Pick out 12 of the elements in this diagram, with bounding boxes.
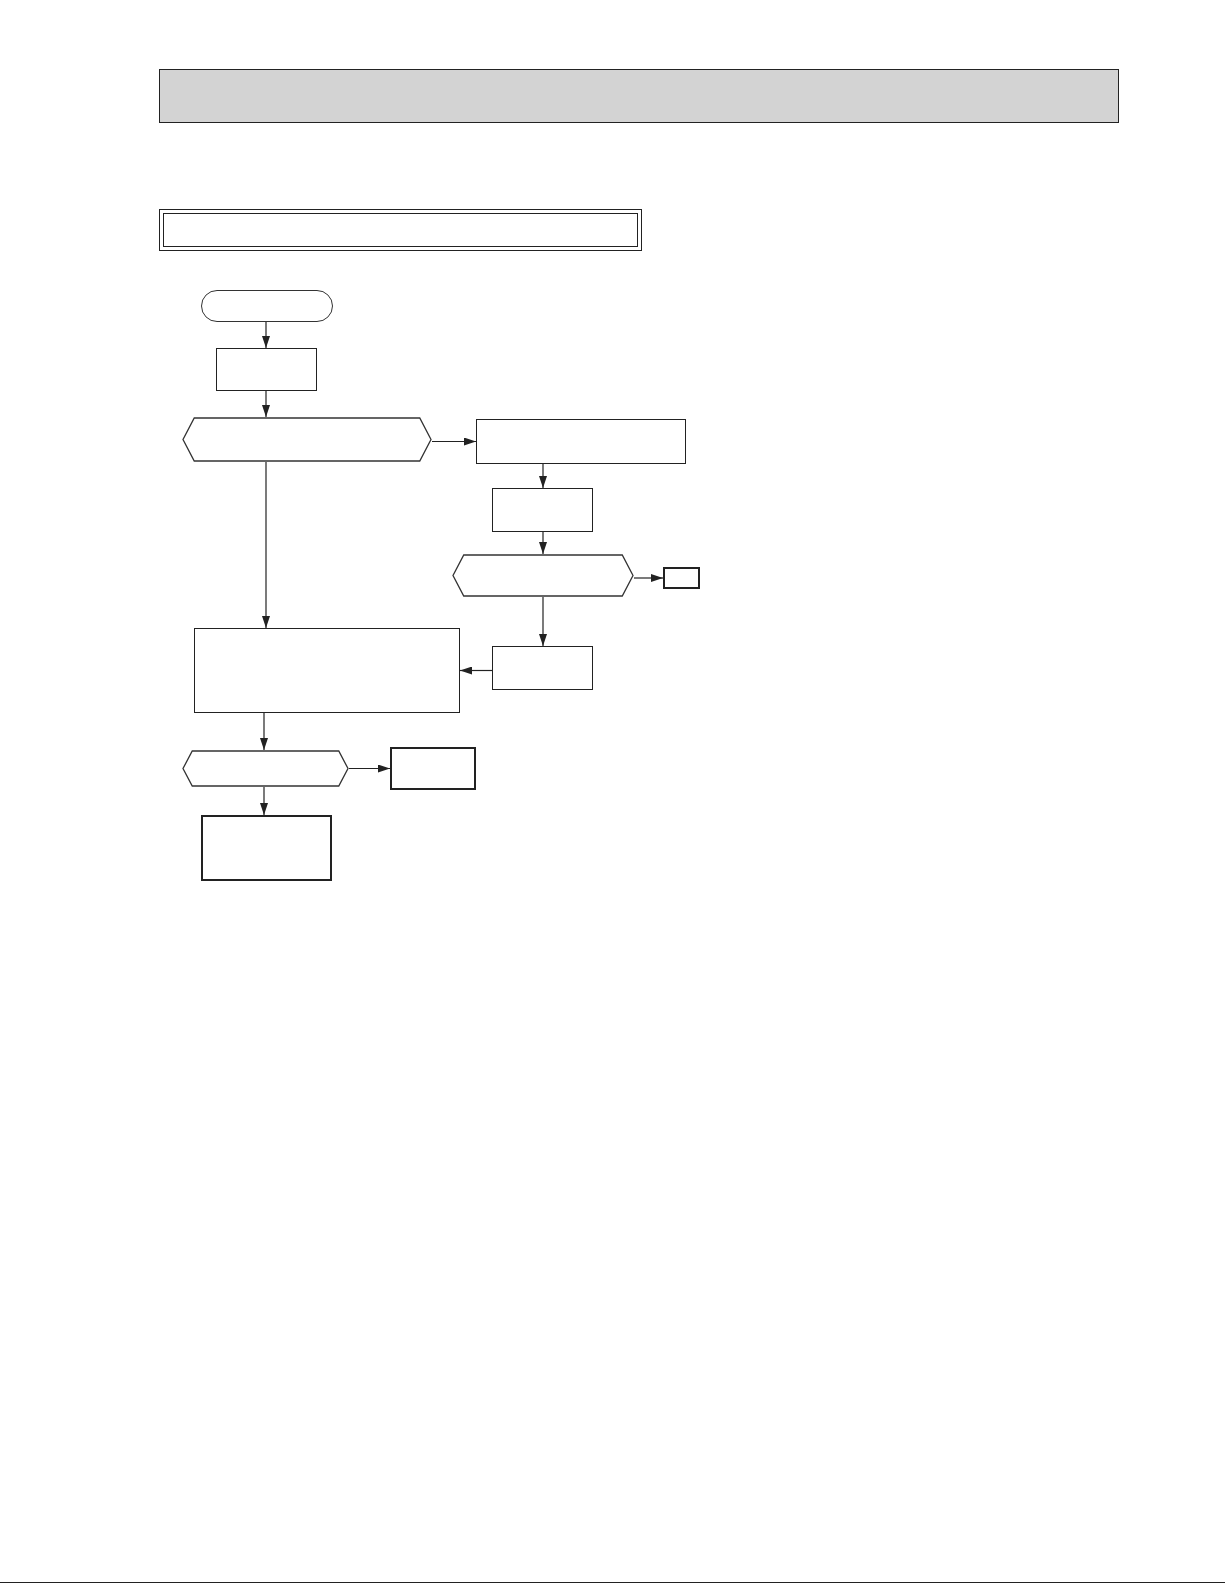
arrow <box>539 531 547 555</box>
arrow <box>633 574 664 582</box>
arrow <box>260 786 268 816</box>
arrow <box>539 596 547 647</box>
arrow <box>348 764 391 773</box>
arrow <box>260 712 268 751</box>
arrow <box>539 463 547 489</box>
arrow <box>262 390 270 418</box>
arrow <box>262 321 270 349</box>
arrow <box>459 666 493 675</box>
arrow <box>262 461 270 629</box>
arrow <box>431 437 477 446</box>
